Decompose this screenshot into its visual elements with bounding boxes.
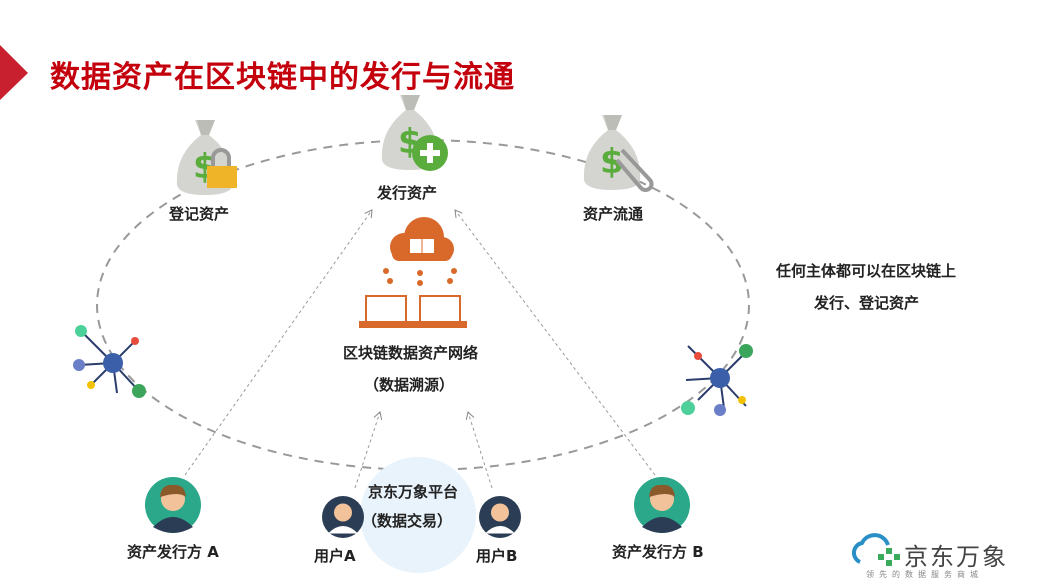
avatar-issuer-b: [634, 477, 690, 533]
logo-name: 京东万象: [904, 543, 1008, 571]
label-issue: 发行资产: [377, 184, 438, 202]
logo-tagline: 领先的数据服务商城: [866, 570, 983, 579]
avatar-issuer-a: [145, 477, 201, 533]
label-user-b: 用户B: [476, 547, 518, 565]
label-issuer-a: 资产发行方 A: [127, 543, 219, 561]
page-title: 数据资产在区块链中的发行与流通: [50, 60, 515, 95]
label-circulate: 资产流通: [583, 205, 644, 223]
label-network: 区块链数据资产网络: [343, 344, 479, 362]
label-platform-sub: （数据交易）: [362, 512, 453, 530]
arrows: [184, 209, 656, 489]
network-node-icon-right: [681, 344, 753, 416]
moneybag-lock-icon: [176, 120, 237, 195]
note-line-2: 发行、登记资产: [814, 294, 920, 312]
cloud-book-icon: [383, 217, 457, 286]
label-platform: 京东万象平台: [368, 483, 459, 501]
label-network-sub: （数据溯源）: [364, 376, 455, 394]
note-line-1: 任何主体都可以在区块链上: [776, 262, 957, 280]
label-issuer-b: 资产发行方 B: [612, 543, 704, 561]
logo-cloud-icon: [851, 533, 900, 566]
avatar-user-a: [322, 496, 364, 538]
label-user-a: 用户A: [314, 547, 356, 565]
title-marker: [0, 45, 28, 100]
label-register: 登记资产: [169, 205, 230, 223]
avatar-user-b: [479, 496, 521, 538]
moneybag-plus-icon: [381, 95, 448, 171]
network-node-icon-left: [73, 325, 146, 398]
platform-circle: [360, 457, 476, 573]
moneybag-clip-icon: [583, 115, 654, 192]
laptops-icon: [359, 295, 467, 328]
